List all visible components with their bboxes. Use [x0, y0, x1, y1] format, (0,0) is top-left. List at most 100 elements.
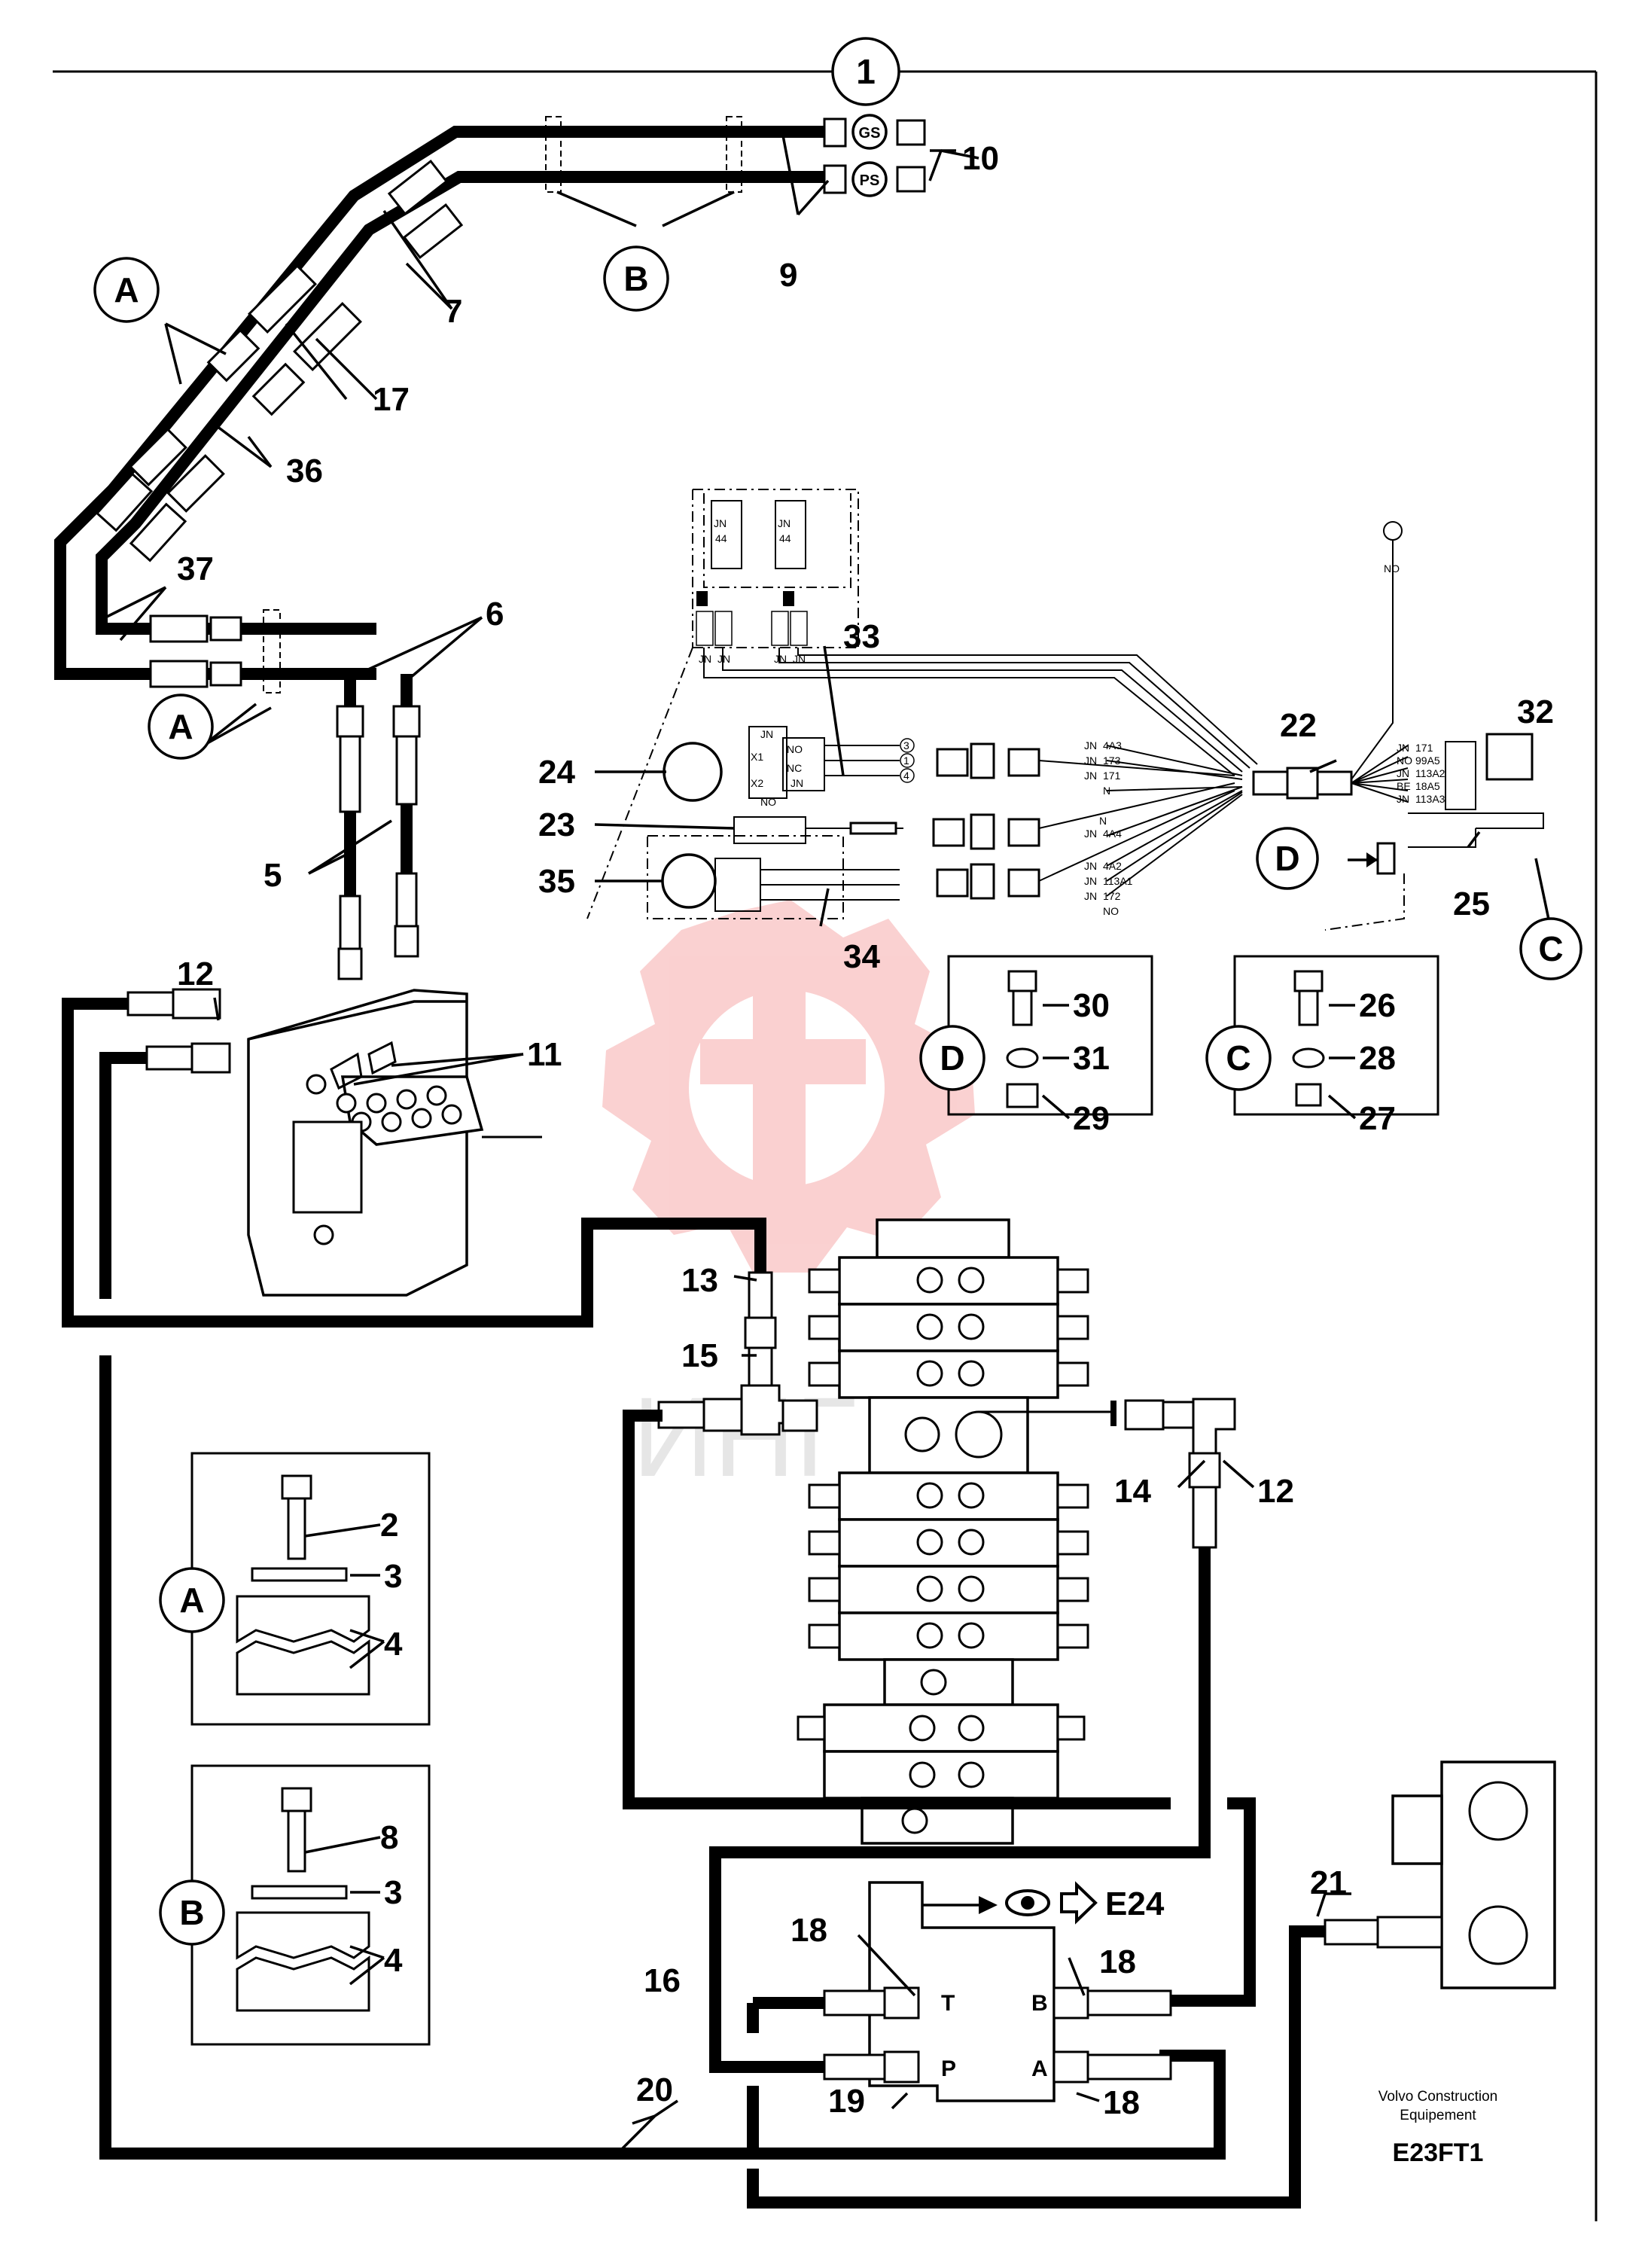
tag-relay-jn: JN: [760, 728, 773, 740]
part-callouts: 2 3 4 8 3 4 5 6 7 9 10 11 12 12 13 14 15…: [177, 140, 1554, 2121]
tag-conn-1: 1: [903, 754, 909, 767]
ps-label: PS: [860, 172, 880, 189]
callout-12a: 12: [177, 956, 214, 992]
tag-relay-no2: NO: [760, 796, 776, 808]
detail-ref-d: [1256, 827, 1319, 890]
control-valve-bank: [797, 1218, 1089, 1845]
tag-r-3: 99A5: [1415, 754, 1440, 767]
letter-a-top: A: [114, 270, 139, 309]
arrow-right-icon: [1060, 1881, 1098, 1925]
tag-low-no: NO: [1103, 905, 1119, 917]
callout-11: 11: [527, 1036, 562, 1073]
port-a: A: [1031, 2056, 1048, 2081]
letter-c-box: C: [1226, 1038, 1251, 1078]
tag-low-jn3: JN: [1084, 890, 1097, 902]
gs-label: GS: [859, 125, 881, 142]
callout-12b: 12: [1257, 1473, 1294, 1510]
upper-hose-pair: [54, 116, 847, 694]
callout-1: 1: [856, 52, 876, 91]
company-line-1: Volvo Construction: [1378, 2089, 1497, 2105]
gs-sensor: [851, 114, 888, 150]
tag-relay-jn2: JN: [791, 777, 803, 789]
callout-18c: 18: [1103, 2084, 1140, 2121]
callout-6: 6: [486, 596, 504, 633]
bracket-hoses: [336, 674, 421, 980]
tag-r-4: JN: [1397, 767, 1409, 779]
callout-4b: 4: [384, 1942, 403, 1979]
tag-top-jn1: JN: [1084, 739, 1097, 751]
callout-15: 15: [681, 1337, 718, 1374]
letter-a-mid: A: [168, 707, 193, 746]
tag-w4: JN: [774, 653, 787, 665]
callout-10: 10: [962, 140, 999, 177]
tag-relay-x1: X1: [751, 751, 763, 763]
callout-23: 23: [538, 806, 575, 843]
tag-top-173: 173: [1103, 754, 1121, 767]
detail-ref-b-top: [603, 245, 669, 312]
wiring-tags: JN 44 JN 44 JN JN JN JN JN NO NC JN X1 X…: [699, 517, 1445, 917]
tag-low-jn1: JN: [1084, 860, 1097, 872]
callout-2: 2: [380, 1507, 398, 1544]
pressure-sensors: GS PS: [851, 114, 926, 197]
callout-8: 8: [380, 1819, 398, 1856]
callout-18a: 18: [791, 1912, 827, 1949]
left-hoses: [62, 988, 1226, 2160]
detail-box-d: [947, 955, 1153, 1116]
callout-3a: 3: [384, 1558, 402, 1595]
tag-lamp-no: NO: [1384, 562, 1400, 575]
callout-18b: 18: [1099, 1943, 1136, 1980]
tag-r-0: JN: [1397, 742, 1409, 754]
tag-top-jn3: JN: [1084, 770, 1097, 782]
tag-r-1: 171: [1415, 742, 1433, 754]
tag-mid-4a4: 4A4: [1103, 828, 1122, 840]
tag-relay-nc: NC: [787, 762, 802, 774]
eye-icon: [1005, 1889, 1050, 1916]
detail-box-a-label: [159, 1567, 225, 1633]
callout-9: 9: [779, 257, 797, 294]
callout-26: 26: [1359, 987, 1396, 1024]
tag-ur-1: 44: [779, 532, 791, 544]
tag-w0: JN: [699, 653, 711, 665]
callout-36: 36: [286, 453, 323, 489]
callout-27: 27: [1359, 1100, 1396, 1137]
letter-b-box: B: [179, 1893, 204, 1932]
tag-r-6: BE: [1397, 780, 1411, 792]
tag-conn-4: 4: [903, 770, 909, 782]
callout-33: 33: [843, 618, 880, 655]
callout-13: 13: [681, 1262, 718, 1299]
port-t: T: [941, 1991, 955, 2016]
callout-21: 21: [1310, 1864, 1347, 1901]
company-line-2: Equipement: [1400, 2108, 1476, 2123]
callout-4a: 4: [384, 1626, 403, 1663]
callout-24: 24: [538, 754, 575, 791]
tag-low-172: 172: [1103, 890, 1121, 902]
detail-box-c-label: [1205, 1025, 1272, 1091]
callout-34: 34: [843, 938, 880, 975]
ps-sensor: [851, 161, 888, 197]
wiring-harness: [586, 489, 1544, 931]
letter-d-ref: D: [1275, 839, 1299, 878]
detail-ref-a-mid: [148, 694, 214, 760]
tag-low-jn2: JN: [1084, 875, 1097, 887]
tag-r-9: 113A3: [1415, 793, 1445, 805]
detail-box-a: [190, 1452, 431, 1726]
title-block: Volvo Construction Equipement E23FT1: [1378, 2089, 1497, 2167]
letter-c-ref: C: [1538, 929, 1563, 968]
tag-ur-0: JN: [778, 517, 791, 529]
tag-relay-x2: X2: [751, 777, 763, 789]
callout-14: 14: [1114, 1473, 1151, 1510]
tag-r-2: NO: [1397, 754, 1412, 767]
tag-r-7: 18A5: [1415, 780, 1440, 792]
watermark: ИНГ: [602, 900, 975, 1500]
detail-box-b-label: [159, 1879, 225, 1946]
port-b: B: [1031, 1991, 1048, 2016]
letter-a-box: A: [179, 1581, 204, 1620]
tag-w6: JN: [793, 653, 806, 665]
tag-low-4a2: 4A2: [1103, 860, 1122, 872]
callout-20: 20: [636, 2071, 673, 2108]
callout-3b: 3: [384, 1874, 402, 1911]
tag-r-5: 113A2: [1415, 767, 1445, 779]
tag-relay-no: NO: [787, 743, 803, 755]
detail-ref-a-top: [93, 257, 160, 323]
tag-low-113a1: 113A1: [1103, 875, 1133, 887]
